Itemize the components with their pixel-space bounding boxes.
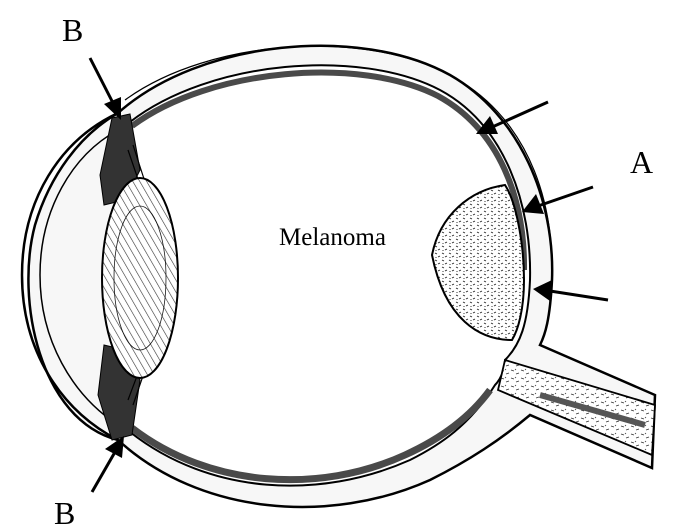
label-b-top: B [62, 14, 83, 46]
label-melanoma: Melanoma [279, 225, 386, 250]
lens-nucleus [114, 206, 166, 350]
arrow-b-bottom [92, 436, 124, 492]
label-a: A [630, 146, 653, 178]
arrow-b-top [90, 58, 121, 120]
label-b-bottom: B [54, 497, 75, 529]
